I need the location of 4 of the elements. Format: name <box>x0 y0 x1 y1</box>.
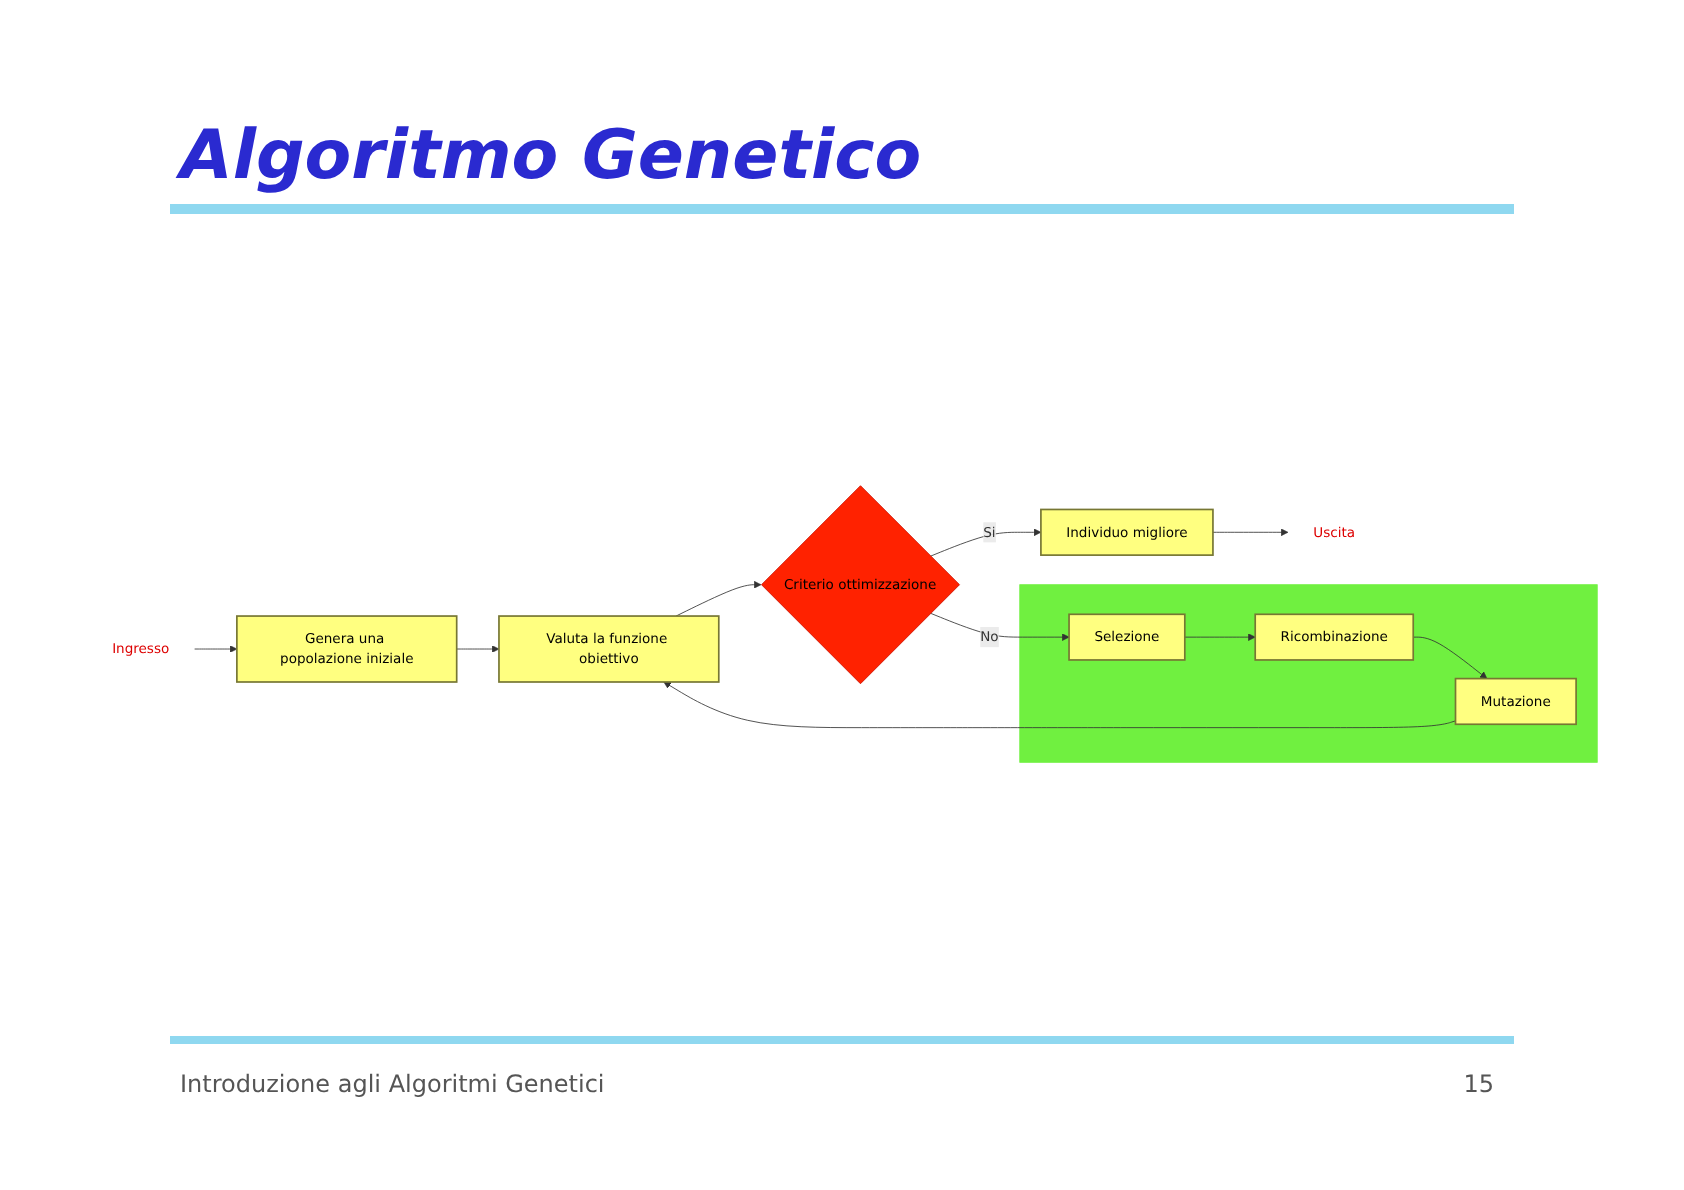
cluster <box>1019 584 1598 763</box>
page-number: 15 <box>1463 1070 1494 1098</box>
footer-text: Introduzione agli Algoritmi Genetici <box>180 1070 605 1098</box>
slide-title: Algoritmo Genetico <box>180 116 922 196</box>
